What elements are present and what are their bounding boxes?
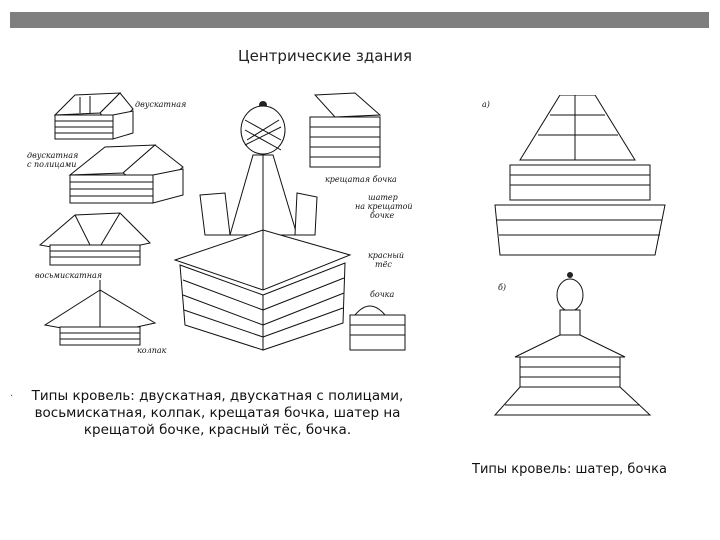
label-shater-3: бочке xyxy=(370,211,394,220)
label-shelves-1: двускатная xyxy=(27,151,78,160)
bullet-marker: · xyxy=(10,391,13,402)
label-shater-1: шатер xyxy=(368,193,398,202)
gable-roof-house xyxy=(55,93,133,139)
gable-shelves-house xyxy=(70,145,183,203)
label-fig-a: а) xyxy=(482,100,490,109)
label-kreshchataya: крещатая бочка xyxy=(325,175,397,184)
label-kolpak: колпак xyxy=(137,346,167,355)
label-shater-2: на крещатой xyxy=(355,202,413,211)
kreshchataya-house xyxy=(310,93,380,167)
label-bochka: бочка xyxy=(370,290,394,299)
barrel-roof-church xyxy=(495,272,650,415)
tent-roof-church xyxy=(495,95,665,255)
barrel-house xyxy=(350,306,405,350)
label-dvuskatnaya: двускатная xyxy=(135,100,186,109)
roof-types-illustration: двускатная двускатная с полицами восьмис… xyxy=(25,85,420,370)
label-vosmiskatnaya: восьмискатная xyxy=(35,271,102,280)
slide-title: Центрические здания xyxy=(0,47,650,65)
caption-right: Типы кровель: шатер, бочка xyxy=(472,462,672,477)
eight-slope-house xyxy=(40,213,150,265)
label-fig-b: б) xyxy=(498,283,506,292)
label-krasny-1: красный xyxy=(368,251,404,260)
caption-left: Типы кровель: двускатная, двускатная с п… xyxy=(25,388,410,439)
tent-barrel-illustration: а) б) xyxy=(480,95,680,435)
cap-roof-house xyxy=(45,280,155,345)
label-shelves-2: с полицами xyxy=(27,160,76,169)
label-krasny-2: тёс xyxy=(375,260,392,269)
top-bar xyxy=(10,12,709,28)
